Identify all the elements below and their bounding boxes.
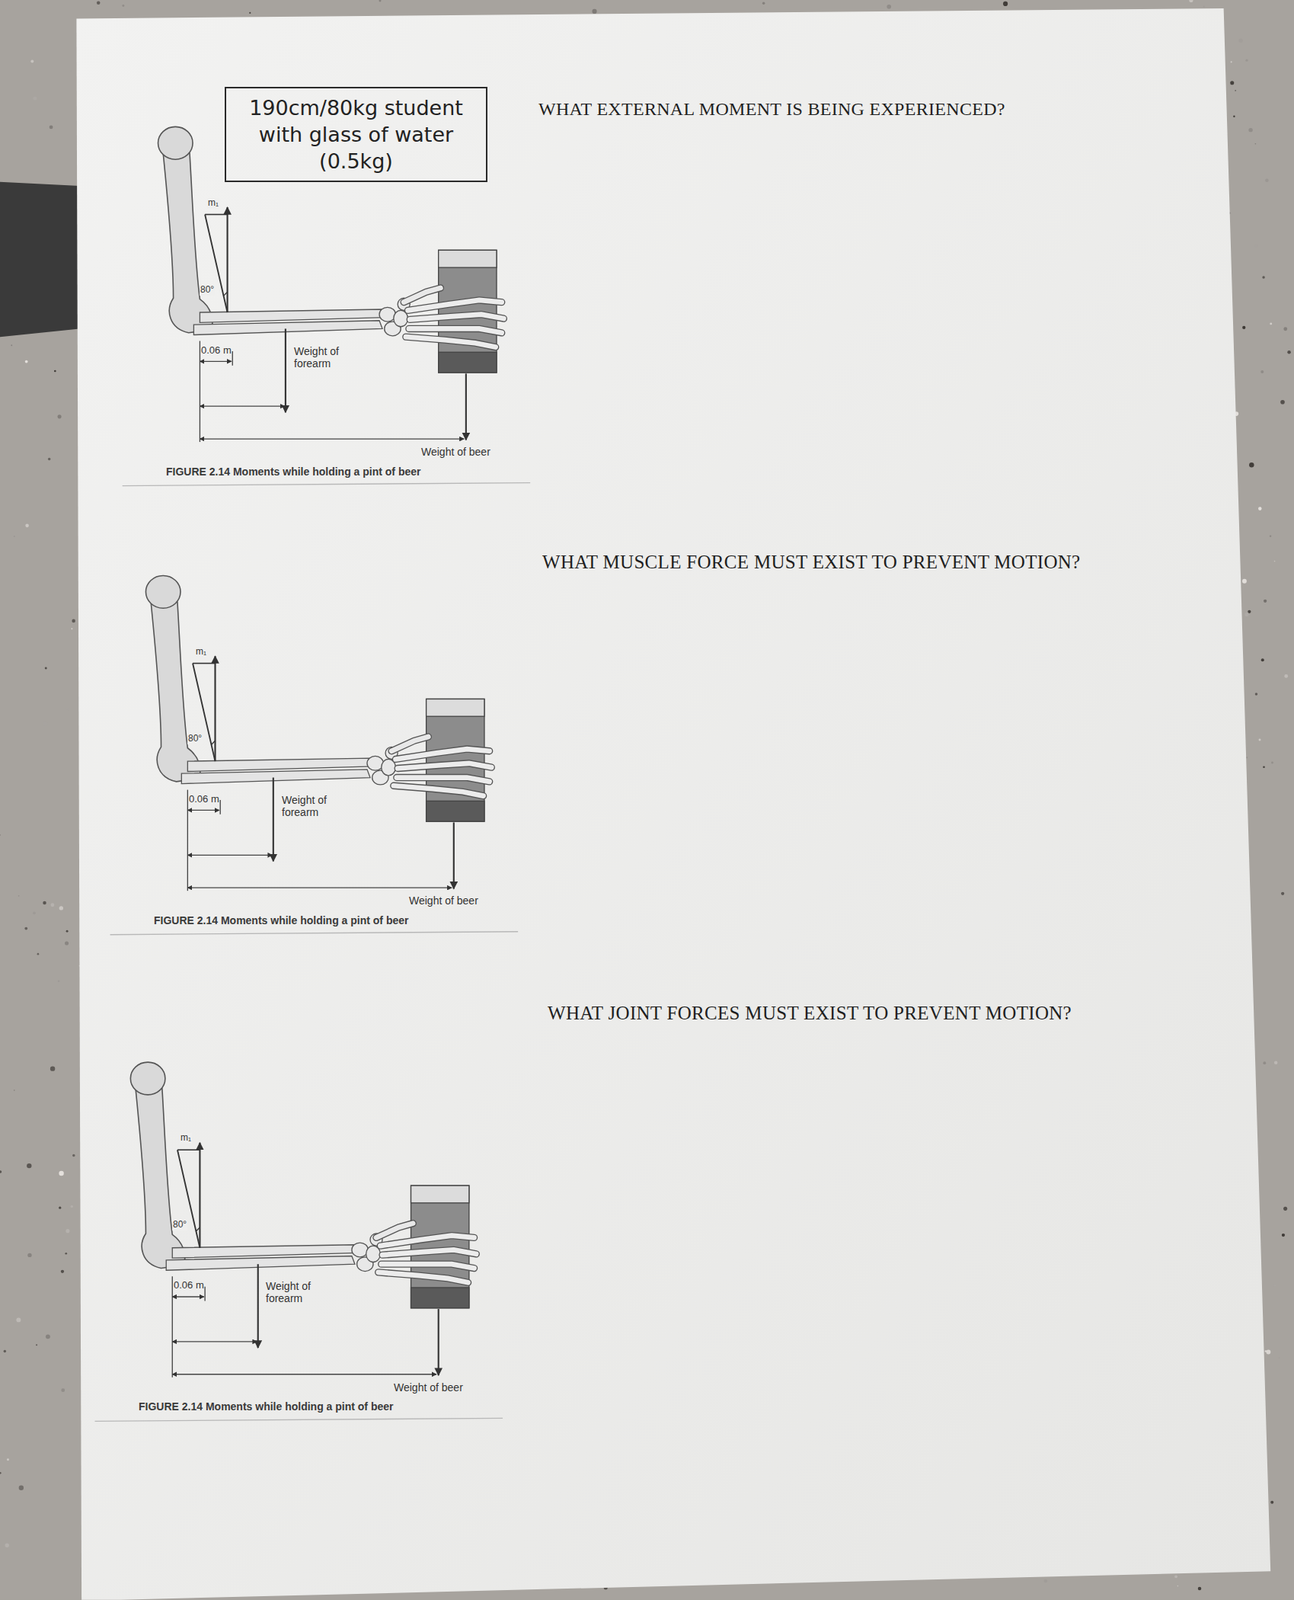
handwritten-note: 190cm/80kg student with glass of water (… xyxy=(249,95,464,173)
angle-label: 80° xyxy=(187,733,203,745)
weight-label: Weight of beer xyxy=(408,894,479,907)
force-label: m₁ xyxy=(207,198,220,209)
question-text: WHAT MUSCLE FORCE MUST EXIST TO PREVENT … xyxy=(542,551,1081,574)
question-text: WHAT EXTERNAL MOMENT IS BEING EXPERIENCE… xyxy=(538,99,1006,121)
force-label: m₁ xyxy=(194,646,208,658)
weight-label: Weight of forearm xyxy=(265,1279,335,1304)
dimension-label: 0.06 m xyxy=(188,793,220,806)
figure-caption: FIGURE 2.14 Moments while holding a pint… xyxy=(166,465,421,478)
force-label: m₁ xyxy=(179,1132,192,1144)
figure-caption: FIGURE 2.14 Moments while holding a pint… xyxy=(153,913,409,927)
angle-label: 80° xyxy=(172,1219,188,1231)
note-box: 190cm/80kg student with glass of water (… xyxy=(224,86,488,183)
figure-caption: FIGURE 2.14 Moments while holding a pint… xyxy=(138,1399,393,1413)
dimension-label: 0.06 m xyxy=(201,345,232,357)
question-text: WHAT JOINT FORCES MUST EXIST TO PREVENT … xyxy=(547,1002,1072,1025)
angle-label: 80° xyxy=(199,284,215,296)
weight-label: Weight of beer xyxy=(421,445,491,458)
weight-label: Weight of beer xyxy=(393,1380,464,1394)
weight-label: Weight of forearm xyxy=(281,793,351,818)
dimension-label: 0.06 m xyxy=(173,1279,205,1291)
weight-label: Weight of forearm xyxy=(293,345,363,370)
